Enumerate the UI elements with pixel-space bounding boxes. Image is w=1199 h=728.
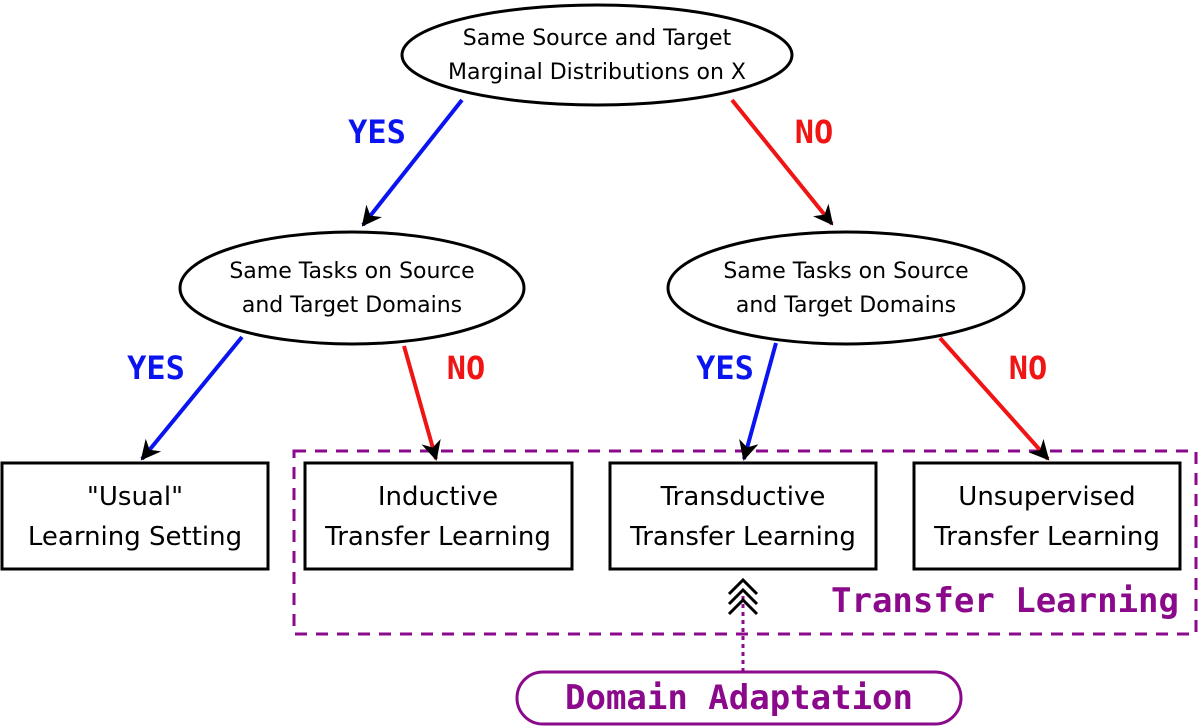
left-decision-line2: and Target Domains [242,293,462,318]
edge-root-no [730,98,834,226]
edge-right-yes [739,342,778,461]
label-left-yes: YES [127,349,185,387]
transfer-learning-label: Transfer Learning [831,581,1179,621]
inductive-line1: Inductive [378,482,498,512]
root-decision-node: Same Source and Target Marginal Distribu… [400,3,794,107]
inductive-transfer-box: Inductive Transfer Learning [303,461,574,571]
double-chevron-up-icon [727,577,759,616]
domain-adaptation-pill: Domain Adaptation [515,670,963,726]
edge-left-no [402,345,441,461]
label-right-yes: YES [696,349,754,387]
unsupervised-transfer-box: Unsupervised Transfer Learning [912,461,1182,571]
right-decision-node: Same Tasks on Source and Target Domains [666,230,1026,346]
unsupervised-line1: Unsupervised [958,482,1135,512]
right-decision-line1: Same Tasks on Source [723,259,968,284]
unsupervised-line2: Transfer Learning [933,522,1160,552]
usual-line2: Learning Setting [28,522,242,552]
left-decision-line1: Same Tasks on Source [229,259,474,284]
edge-right-no [938,336,1050,461]
label-right-no: NO [1009,349,1048,387]
edge-left-yes [140,335,244,461]
label-left-no: NO [447,349,486,387]
left-decision-node: Same Tasks on Source and Target Domains [178,230,526,346]
usual-line1: "Usual" [87,482,183,512]
edge-root-yes [361,98,464,227]
right-decision-line2: and Target Domains [736,293,956,318]
transductive-line2: Transfer Learning [629,522,856,552]
usual-learning-box: "Usual" Learning Setting [0,461,270,571]
root-decision-line2: Marginal Distributions on X [448,60,746,85]
transductive-transfer-box: Transductive Transfer Learning [608,461,878,571]
label-root-yes: YES [348,113,406,151]
inductive-line2: Transfer Learning [324,522,551,552]
label-root-no: NO [795,113,834,151]
transductive-line1: Transductive [660,482,826,512]
root-decision-line1: Same Source and Target [463,26,732,51]
domain-adaptation-label: Domain Adaptation [565,678,913,718]
